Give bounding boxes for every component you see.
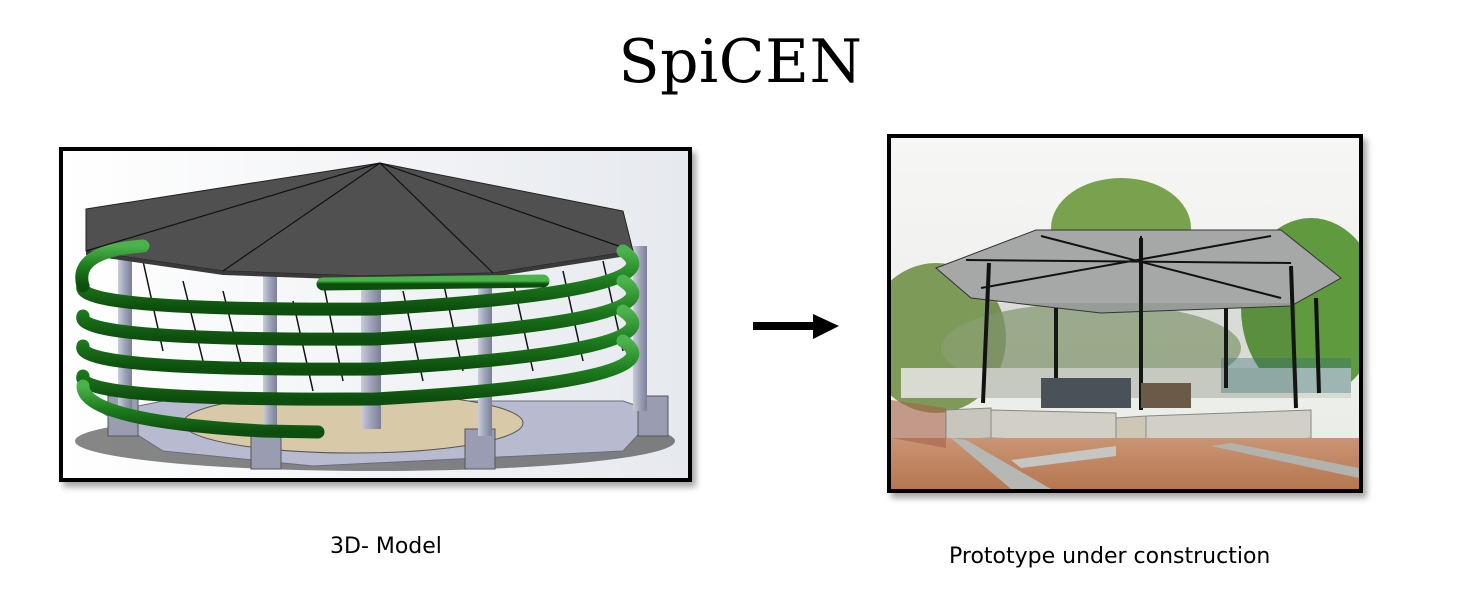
prototype-caption: Prototype under construction (949, 544, 1271, 569)
prototype-photo (887, 134, 1363, 493)
slide-title: SpiCEN (618, 27, 863, 97)
prototype-photo-render (891, 138, 1359, 489)
3d-model-render (63, 151, 688, 478)
3d-model-caption: 3D- Model (330, 534, 442, 559)
right-arrow-icon (753, 312, 841, 347)
3d-model-image (59, 147, 692, 482)
